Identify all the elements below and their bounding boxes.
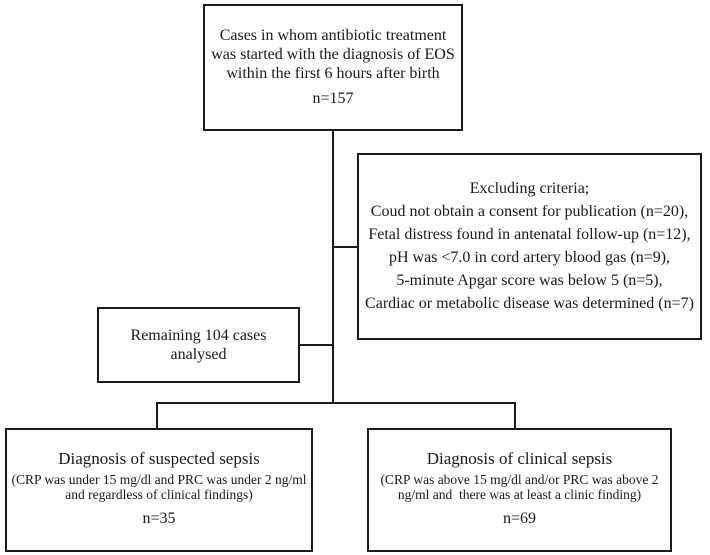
suspected-sepsis-criteria: (CRP was under 15 mg/dl and PRC was unde… <box>11 472 307 487</box>
excluding-criteria-item: Cardiac or metabolic disease was determi… <box>365 295 694 312</box>
eos-cases-line: Cases in whom antibiotic treatment <box>219 27 447 44</box>
eos-cases-line: was started with the diagnosis of EOS <box>211 46 455 63</box>
suspected-sepsis-count: n=35 <box>142 510 176 527</box>
excluding-criteria-item: Fetal distress found in antenatal follow… <box>368 226 691 243</box>
suspected-sepsis-criteria: and regardless of clinical findings) <box>65 487 253 502</box>
clinical-sepsis-criteria: ng/ml and there was at least a clinic fi… <box>397 487 642 502</box>
connector-distribution-horizontal <box>156 402 516 404</box>
clinical-sepsis-criteria: (CRP was above 15 mg/dl and/or PRC was a… <box>380 472 659 487</box>
box-eos-cases: Cases in whom antibiotic treatment was s… <box>203 4 463 131</box>
box-clinical-sepsis: Diagnosis of clinical sepsis (CRP was ab… <box>367 428 672 552</box>
eos-cases-count: n=157 <box>312 90 354 107</box>
clinical-sepsis-count: n=69 <box>502 510 537 527</box>
connector-to-excluding-box <box>334 246 357 248</box>
connector-drop-to-suspected <box>156 404 158 428</box>
suspected-sepsis-title: Diagnosis of suspected sepsis <box>58 449 260 468</box>
connector-drop-to-clinical <box>514 404 516 428</box>
connector-trunk-vertical <box>332 131 334 403</box>
clinical-sepsis-title: Diagnosis of clinical sepsis <box>426 449 613 468</box>
excluding-criteria-item: pH was <7.0 in cord artery blood gas (n=… <box>388 249 671 266</box>
remaining-cases-line: Remaining 104 cases <box>130 327 267 344</box>
box-suspected-sepsis: Diagnosis of suspected sepsis (CRP was u… <box>5 428 313 552</box>
excluding-criteria-title: Excluding criteria; <box>469 180 590 197</box>
box-remaining-cases: Remaining 104 cases analysed <box>97 307 300 383</box>
eos-cases-line: within the first 6 hours after birth <box>226 65 440 82</box>
connector-to-remaining-box <box>300 344 332 346</box>
box-excluding-criteria: Excluding criteria; Coud not obtain a co… <box>357 153 702 340</box>
excluding-criteria-item: 5-minute Apgar score was below 5 (n=5), <box>396 272 663 289</box>
remaining-cases-line: analysed <box>170 346 227 363</box>
excluding-criteria-item: Coud not obtain a consent for publicatio… <box>370 203 689 220</box>
